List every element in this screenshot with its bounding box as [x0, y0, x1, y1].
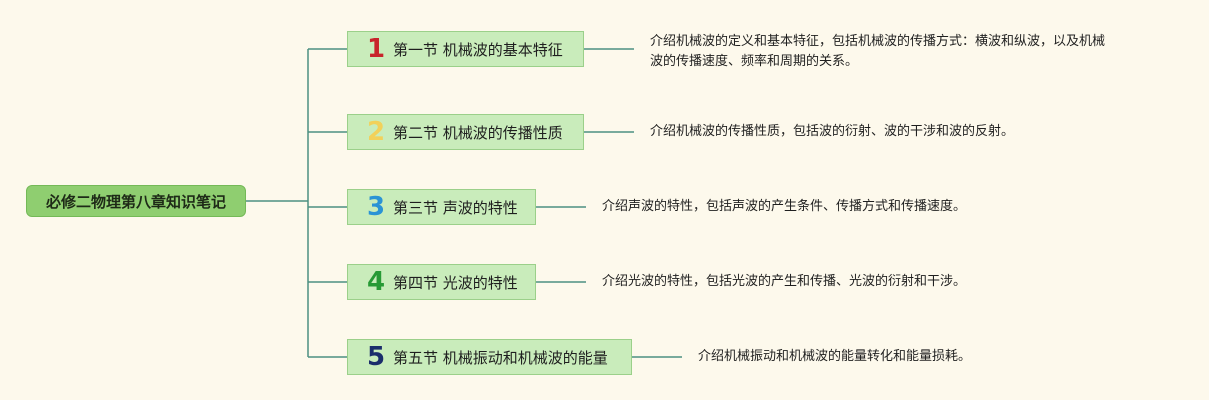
- section-title-5: 第五节 机械振动和机械波的能量: [393, 348, 608, 367]
- section-number-5: 5: [366, 342, 386, 372]
- root-node[interactable]: 必修二物理第八章知识笔记: [26, 185, 246, 217]
- section-node-4[interactable]: 4 第四节 光波的特性: [347, 264, 536, 300]
- section-description-4: 介绍光波的特性，包括光波的产生和传播、光波的衍射和干涉。: [602, 272, 966, 292]
- section-description-2: 介绍机械波的传播性质，包括波的衍射、波的干涉和波的反射。: [650, 122, 1014, 142]
- root-label: 必修二物理第八章知识笔记: [45, 192, 226, 211]
- section-node-2[interactable]: 2 第二节 机械波的传播性质: [347, 114, 584, 150]
- section-title-1: 第一节 机械波的基本特征: [393, 40, 563, 59]
- section-description-5: 介绍机械振动和机械波的能量转化和能量损耗。: [698, 347, 971, 367]
- section-number-1: 1: [366, 34, 386, 64]
- section-node-3[interactable]: 3 第三节 声波的特性: [347, 189, 536, 225]
- section-title-4: 第四节 光波的特性: [393, 273, 518, 292]
- description-line: 波的传播速度、频率和周期的关系。: [650, 54, 859, 69]
- description-line: 介绍机械振动和机械波的能量转化和能量损耗。: [698, 349, 972, 364]
- description-line: 介绍机械波的传播性质，包括波的衍射、波的干涉和波的反射。: [650, 124, 1015, 139]
- section-number-2: 2: [366, 117, 386, 147]
- section-number-4: 4: [366, 267, 386, 297]
- description-line: 介绍光波的特性，包括光波的产生和传播、光波的衍射和干涉。: [602, 274, 967, 289]
- section-title-2: 第二节 机械波的传播性质: [393, 123, 563, 142]
- description-line: 介绍声波的特性，包括声波的产生条件、传播方式和传播速度。: [602, 199, 967, 214]
- description-line: 介绍机械波的定义和基本特征，包括机械波的传播方式：横波和纵波，以及机械: [650, 34, 1106, 49]
- section-title-3: 第三节 声波的特性: [393, 198, 518, 217]
- section-node-1[interactable]: 1 第一节 机械波的基本特征: [347, 31, 584, 67]
- section-description-3: 介绍声波的特性，包括声波的产生条件、传播方式和传播速度。: [602, 197, 966, 217]
- section-node-5[interactable]: 5 第五节 机械振动和机械波的能量: [347, 339, 632, 375]
- section-description-1: 介绍机械波的定义和基本特征，包括机械波的传播方式：横波和纵波，以及机械 波的传播…: [650, 32, 1105, 72]
- section-number-3: 3: [366, 192, 386, 222]
